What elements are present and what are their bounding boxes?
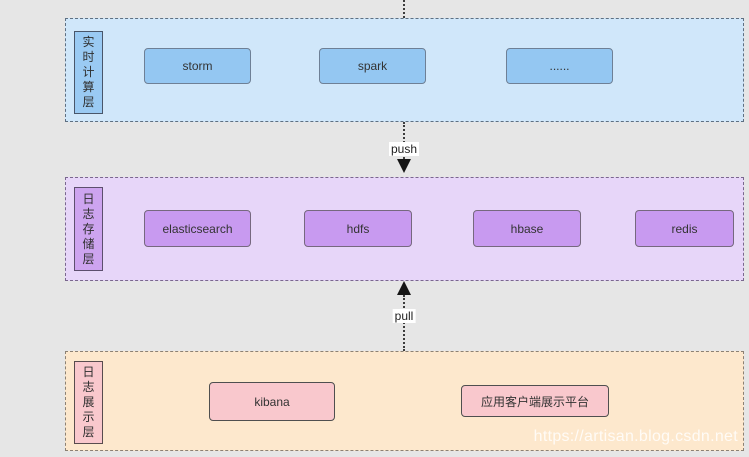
push-arrow-line (403, 122, 405, 159)
layer-log-display: 日志展示层 kibana 应用客户端展示平台 (65, 351, 744, 451)
node-spark: spark (319, 48, 426, 84)
layer-label-text: 日志存储层 (82, 191, 95, 266)
layer-label-log-display: 日志展示层 (74, 361, 103, 444)
push-arrow-label: push (388, 142, 420, 156)
pull-arrow-line (403, 295, 405, 351)
layer-label-text: 实时计算层 (82, 35, 95, 109)
pull-arrow-label: pull (392, 309, 416, 323)
node-ellipsis: ...... (506, 48, 613, 84)
push-arrowhead-icon (397, 159, 411, 173)
layer-label-log-storage: 日志存储层 (74, 187, 103, 271)
dotted-connector-top (403, 0, 405, 18)
watermark-text: https://artisan.blog.csdn.net (533, 428, 738, 445)
node-storm: storm (144, 48, 251, 84)
layer-label-realtime-compute: 实时计算层 (74, 31, 103, 114)
layer-label-text: 日志展示层 (82, 365, 95, 439)
node-hbase: hbase (473, 210, 581, 247)
layer-log-storage: 日志存储层 elasticsearch hdfs hbase redis (65, 177, 744, 281)
node-redis: redis (635, 210, 734, 247)
pull-arrowhead-icon (397, 281, 411, 295)
layer-realtime-compute: 实时计算层 storm spark ...... (65, 18, 744, 122)
node-hdfs: hdfs (304, 210, 412, 247)
node-elasticsearch: elasticsearch (144, 210, 251, 247)
node-kibana: kibana (209, 382, 335, 421)
node-app-client-platform: 应用客户端展示平台 (461, 385, 609, 417)
